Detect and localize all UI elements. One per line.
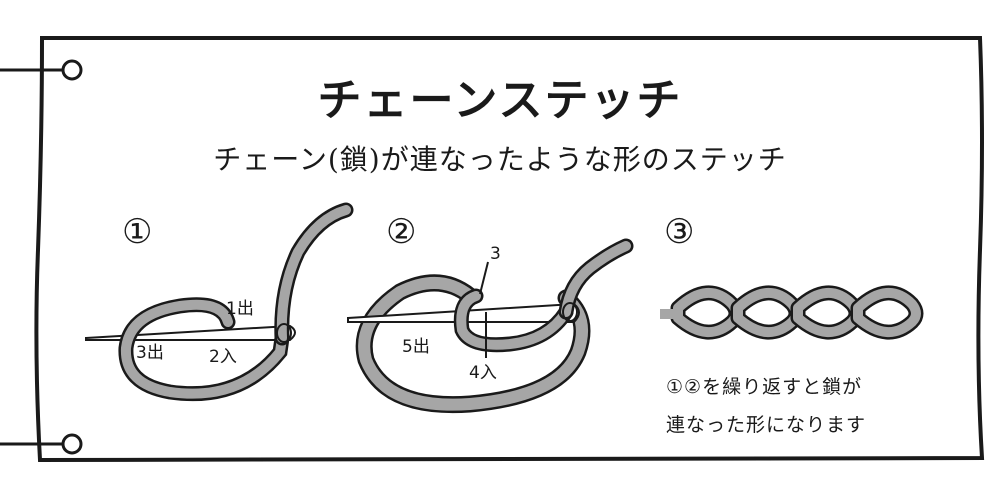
step1-label-1out: 1出 <box>226 299 254 319</box>
binder-ring-bottom <box>0 433 83 455</box>
step2-label-4in: 4入 <box>469 363 497 383</box>
step1-label-3out: 3出 <box>136 343 164 363</box>
step2-label-3: 3 <box>490 244 501 264</box>
step1-label-2in: 2入 <box>209 347 237 367</box>
page-subtitle: チェーン(鎖)が連なったような形のステッチ <box>213 143 787 176</box>
step2-leader-3 <box>479 261 489 295</box>
step3-number: ③ <box>664 212 695 252</box>
step1-number: ① <box>122 212 153 252</box>
binder-ring-top <box>0 59 83 81</box>
step3-note-line2: 連なった形になります <box>666 414 867 436</box>
step1-illustration <box>85 202 354 402</box>
step3-note-line1: ①②を繰り返すと鎖が <box>666 376 863 398</box>
step2-illustration <box>347 238 634 414</box>
step2-number: ② <box>386 212 417 252</box>
page-title: チェーンステッチ <box>317 75 683 126</box>
step3-chain <box>660 285 924 340</box>
step1-needle <box>85 324 296 341</box>
chain-link-fill-4 <box>853 287 921 338</box>
step2-label-5out: 5出 <box>402 337 430 357</box>
